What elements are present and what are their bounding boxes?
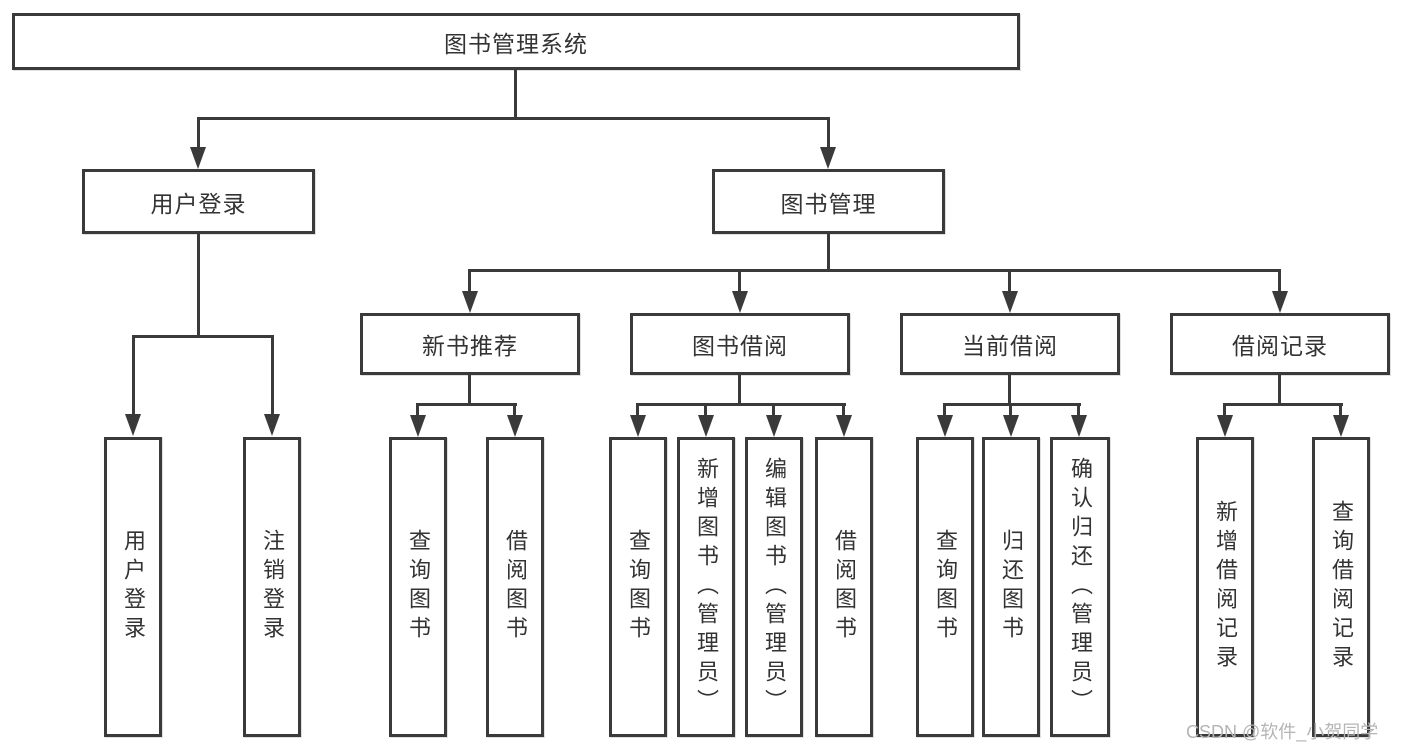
arrow-down-icon (462, 291, 478, 313)
connector-drop-borrow-edit (772, 403, 775, 417)
connector-login-branch (132, 335, 274, 338)
arrow-down-icon (125, 414, 141, 436)
leaf-current-confirm-return-admin: 确认归还（管理员） (1050, 437, 1110, 737)
node-user-login: 用户登录 (82, 169, 315, 234)
connector-root-branch (197, 117, 830, 120)
arrow-down-icon (937, 415, 953, 437)
leaf-newbook-query-books: 查询图书 (389, 437, 447, 737)
connector-record-stem (1278, 375, 1281, 406)
connector-newbook-stem (468, 375, 471, 406)
connector-drop-borrow (738, 269, 741, 294)
connector-mgmt-stem (827, 234, 830, 272)
arrow-down-icon (836, 415, 852, 437)
connector-borrow-stem (738, 375, 741, 406)
connector-login-stem (197, 234, 200, 338)
csdn-watermark: CSDN @软件_小贺同学 (1186, 722, 1379, 742)
leaf-borrow-add-books-admin: 新增图书（管理员） (677, 437, 735, 737)
connector-record-branch (1223, 403, 1343, 406)
arrow-down-icon (732, 291, 748, 313)
arrow-down-icon (698, 415, 714, 437)
arrow-down-icon (1071, 415, 1087, 437)
leaf-record-add-borrow-record: 新增借阅记录 (1196, 437, 1254, 737)
arrow-down-icon (1333, 415, 1349, 437)
connector-drop-borrow-borrow (842, 403, 845, 417)
connector-drop-login (132, 335, 135, 416)
connector-drop-logout (271, 335, 274, 416)
leaf-borrow-borrow-books: 借阅图书 (815, 437, 873, 737)
arrow-down-icon (507, 415, 523, 437)
arrow-down-icon (1003, 415, 1019, 437)
leaf-record-query-borrow-record: 查询借阅记录 (1312, 437, 1370, 737)
node-new-book-recommend: 新书推荐 (360, 313, 580, 375)
leaf-newbook-borrow-books: 借阅图书 (486, 437, 544, 737)
connector-drop-borrow-add (704, 403, 707, 417)
arrow-down-icon (820, 147, 836, 169)
arrow-down-icon (410, 415, 426, 437)
connector-drop-current (1008, 269, 1011, 294)
connector-drop-current-confirm (1077, 403, 1080, 417)
connector-drop-newbook-borrow (513, 403, 516, 417)
node-borrow-record: 借阅记录 (1170, 313, 1390, 375)
connector-drop-book-mgmt (827, 117, 830, 149)
connector-mgmt-branch (468, 269, 1281, 272)
connector-root-stem (514, 70, 517, 120)
connector-drop-borrow-query (636, 403, 639, 417)
connector-drop-current-return (1009, 403, 1012, 417)
connector-drop-record (1278, 269, 1281, 294)
arrow-down-icon (190, 147, 206, 169)
node-book-borrow: 图书借阅 (630, 313, 850, 375)
connector-drop-newbook-query (416, 403, 419, 417)
arrow-down-icon (264, 414, 280, 436)
connector-drop-record-query (1339, 403, 1342, 417)
connector-drop-user-login (197, 117, 200, 149)
connector-drop-current-query (943, 403, 946, 417)
connector-current-branch (943, 403, 1081, 406)
connector-drop-newbook (468, 269, 471, 294)
connector-drop-record-add (1223, 403, 1226, 417)
node-current-borrow: 当前借阅 (900, 313, 1120, 375)
node-root: 图书管理系统 (12, 13, 1020, 70)
leaf-user-login: 用户登录 (104, 437, 162, 737)
leaf-borrow-query-books: 查询图书 (609, 437, 667, 737)
connector-borrow-branch (636, 403, 846, 406)
arrow-down-icon (630, 415, 646, 437)
leaf-current-return-books: 归还图书 (982, 437, 1040, 737)
arrow-down-icon (1002, 291, 1018, 313)
node-book-mgmt: 图书管理 (712, 169, 945, 234)
arrow-down-icon (1272, 291, 1288, 313)
leaf-logout: 注销登录 (243, 437, 301, 737)
arrow-down-icon (766, 415, 782, 437)
leaf-current-query-books: 查询图书 (916, 437, 974, 737)
leaf-borrow-edit-books-admin: 编辑图书（管理员） (745, 437, 803, 737)
connector-newbook-branch (416, 403, 517, 406)
arrow-down-icon (1217, 415, 1233, 437)
connector-current-stem (1008, 375, 1011, 406)
